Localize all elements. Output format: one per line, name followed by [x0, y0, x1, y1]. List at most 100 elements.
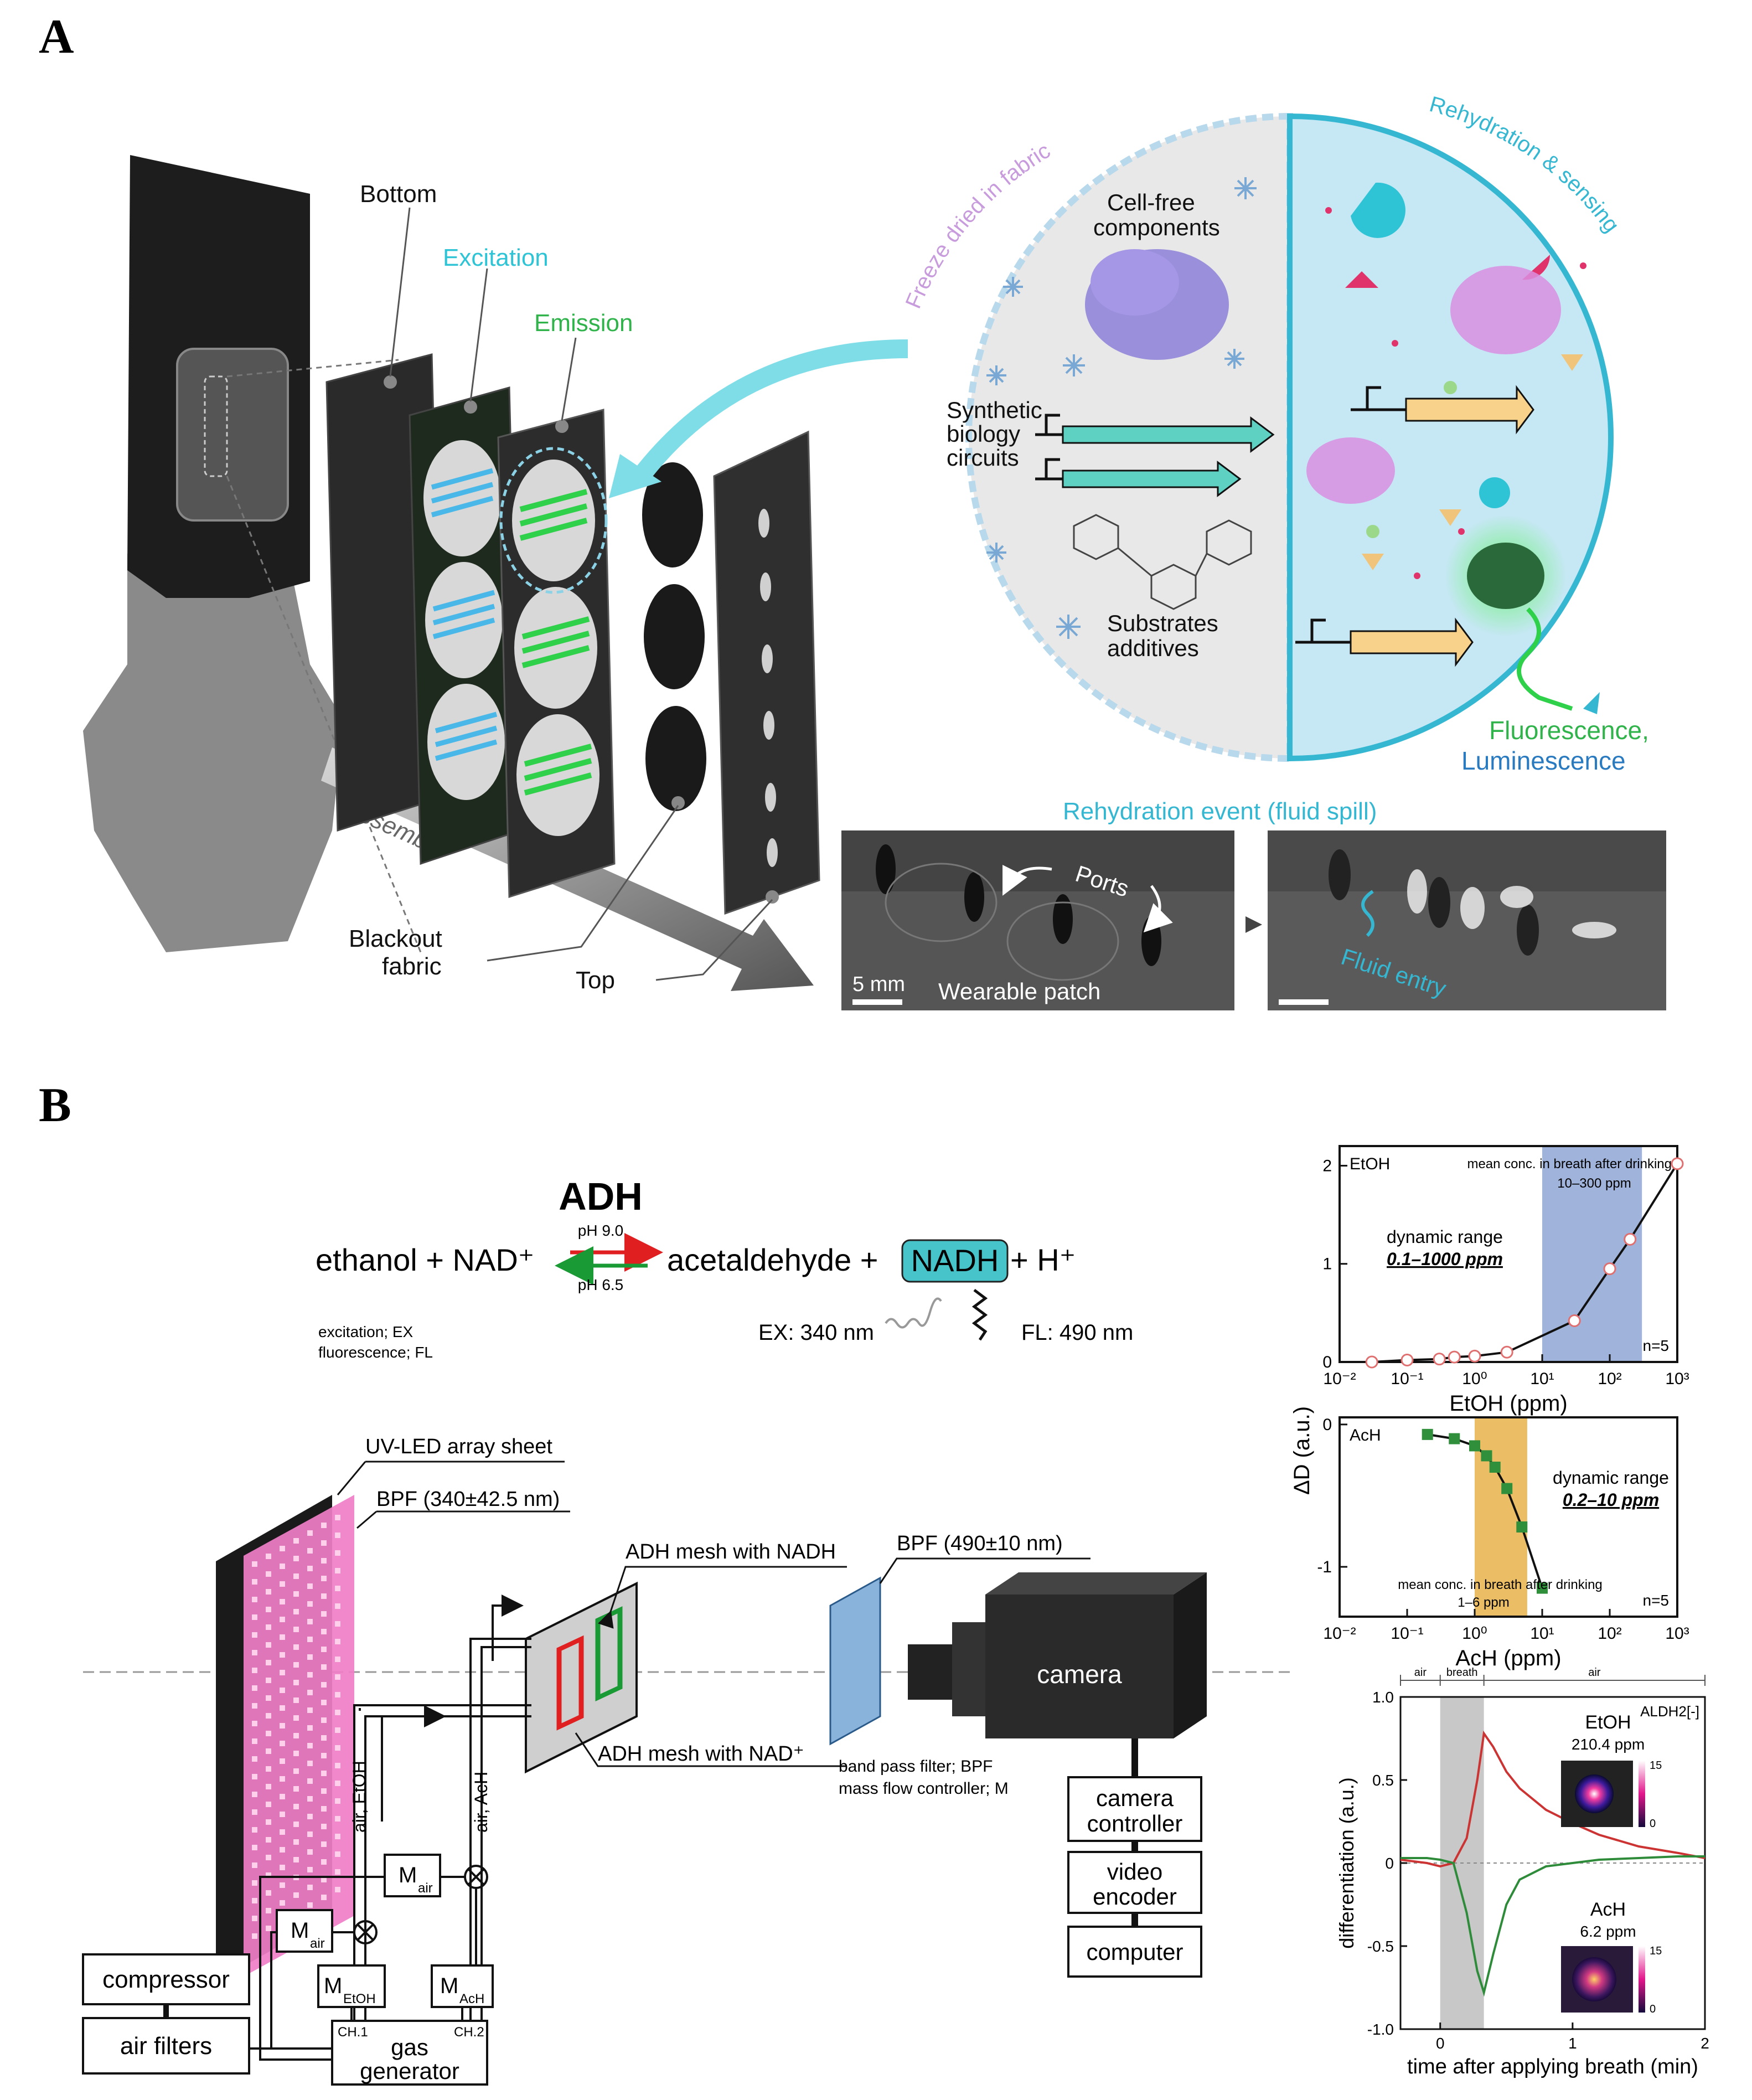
series-line-ach	[1400, 1855, 1705, 1997]
led-dot	[252, 1561, 257, 1567]
led-dot	[335, 1586, 340, 1591]
phase-label: breath	[1446, 1666, 1478, 1679]
led-dot	[321, 1877, 327, 1882]
dynamic-range-label: dynamic range	[1387, 1227, 1503, 1247]
mesh-nad-label: ADH mesh with NAD⁺	[598, 1742, 804, 1766]
led-dot	[280, 1546, 285, 1551]
svg-text:M: M	[324, 1974, 342, 1998]
y-tick-label: 0	[1322, 1353, 1332, 1371]
led-dot	[280, 1758, 285, 1764]
x-tick-label: 10⁻²	[1323, 1624, 1356, 1643]
band-range-label: 10–300 ppm	[1557, 1176, 1631, 1191]
gene-circuit-rehydrated	[1295, 385, 1534, 667]
concentration-band	[1542, 1146, 1642, 1362]
x-tick-label: 0	[1436, 2035, 1445, 2052]
products-a: acetaldehyde +	[667, 1242, 878, 1277]
x-tick-label: 10³	[1665, 1370, 1689, 1388]
led-dot	[293, 1892, 299, 1898]
led-dot	[307, 1902, 313, 1908]
led-dot	[266, 1872, 271, 1878]
led-dot	[335, 1603, 340, 1609]
led-dot	[252, 1632, 257, 1638]
data-point	[1568, 1314, 1581, 1328]
synthetic-3: circuits	[947, 445, 1019, 471]
led-dot	[252, 1774, 257, 1779]
led-dot	[307, 1849, 313, 1855]
x-axis-label: time after applying breath (min)	[1407, 2055, 1698, 2078]
led-dot	[266, 1837, 271, 1843]
colorbar-etoh	[1639, 1761, 1645, 1827]
led-dot	[321, 1593, 327, 1599]
cellfree-1: Cell-free	[1107, 189, 1195, 215]
substrates-1: Substrates	[1107, 610, 1218, 636]
led-dot	[335, 1816, 340, 1822]
led-dot	[266, 1819, 271, 1825]
legend-bpf: band pass filter; BPF	[839, 1757, 993, 1776]
data-point	[1449, 1433, 1460, 1444]
led-dot	[335, 1710, 340, 1715]
series-value-ach: 6.2 ppm	[1580, 1923, 1636, 1940]
nadh-label: NADH	[911, 1243, 999, 1278]
x-tick-label: 2	[1701, 2035, 1709, 2052]
led-dot	[280, 1564, 285, 1569]
led-dot	[266, 1678, 271, 1683]
led-dot	[307, 1619, 313, 1624]
forearm-illustration	[83, 155, 422, 953]
led-dot	[307, 1654, 313, 1660]
led-dot	[293, 1751, 299, 1756]
fluorescence-label: Fluorescence,	[1489, 716, 1649, 745]
colorbar-min: 0	[1650, 2003, 1656, 2015]
led-dot	[266, 1642, 271, 1648]
led-dot	[266, 1855, 271, 1860]
led-dot	[280, 1705, 285, 1711]
led-dot	[321, 1523, 327, 1528]
data-point	[1422, 1428, 1433, 1440]
led-dot	[280, 1617, 285, 1622]
mfc-ach: M AcH	[431, 1964, 494, 2008]
synthetic-2: biology	[947, 421, 1020, 447]
led-dot	[307, 1530, 313, 1536]
rehydration-event-title: Rehydration event (fluid spill)	[1063, 798, 1377, 825]
led-dot	[307, 1637, 313, 1642]
bpf-490-filter	[829, 1576, 881, 1746]
led-dot	[293, 1591, 299, 1597]
led-dot	[252, 1809, 257, 1815]
computer-box	[1067, 1926, 1202, 1978]
led-dot	[335, 1692, 340, 1697]
ribosome-shape	[1450, 266, 1561, 354]
x-axis-label: EtOH (ppm)	[1449, 1391, 1567, 1416]
led-dot	[293, 1768, 299, 1774]
led-dot	[335, 1550, 340, 1556]
led-dot	[321, 1859, 327, 1865]
led-dot	[335, 1869, 340, 1875]
air-filters-box	[82, 2017, 250, 2075]
led-dot	[335, 1515, 340, 1520]
led-dot	[335, 1851, 340, 1857]
led-dot	[321, 1540, 327, 1546]
led-dot	[266, 1908, 271, 1913]
led-dot	[280, 1865, 285, 1870]
led-dot	[307, 1583, 313, 1589]
video-encoder-box	[1067, 1851, 1202, 1914]
led-dot	[280, 1599, 285, 1604]
led-dot	[280, 1900, 285, 1906]
y-tick-label: -1.0	[1367, 2021, 1394, 2038]
data-point	[1365, 1355, 1378, 1369]
led-dot	[266, 1713, 271, 1719]
air-etoh-label: air, EtOH	[349, 1761, 369, 1833]
led-dot	[321, 1806, 327, 1812]
led-dot	[335, 1674, 340, 1680]
etoh-spot	[1575, 1774, 1614, 1813]
plot-frame	[1338, 1416, 1678, 1618]
led-dot	[252, 1650, 257, 1655]
svg-text:air: air	[310, 1936, 325, 1951]
ph-reverse: pH 6.5	[578, 1276, 624, 1293]
led-dot	[321, 1841, 327, 1847]
led-dot	[307, 1814, 313, 1819]
video-encoder-2: encoder	[1093, 1884, 1177, 1910]
led-dot	[252, 1845, 257, 1850]
layer-excitation	[409, 386, 521, 865]
led-dot	[307, 1867, 313, 1872]
led-dot	[252, 1916, 257, 1921]
ch2-label: CH.2	[454, 2025, 484, 2040]
